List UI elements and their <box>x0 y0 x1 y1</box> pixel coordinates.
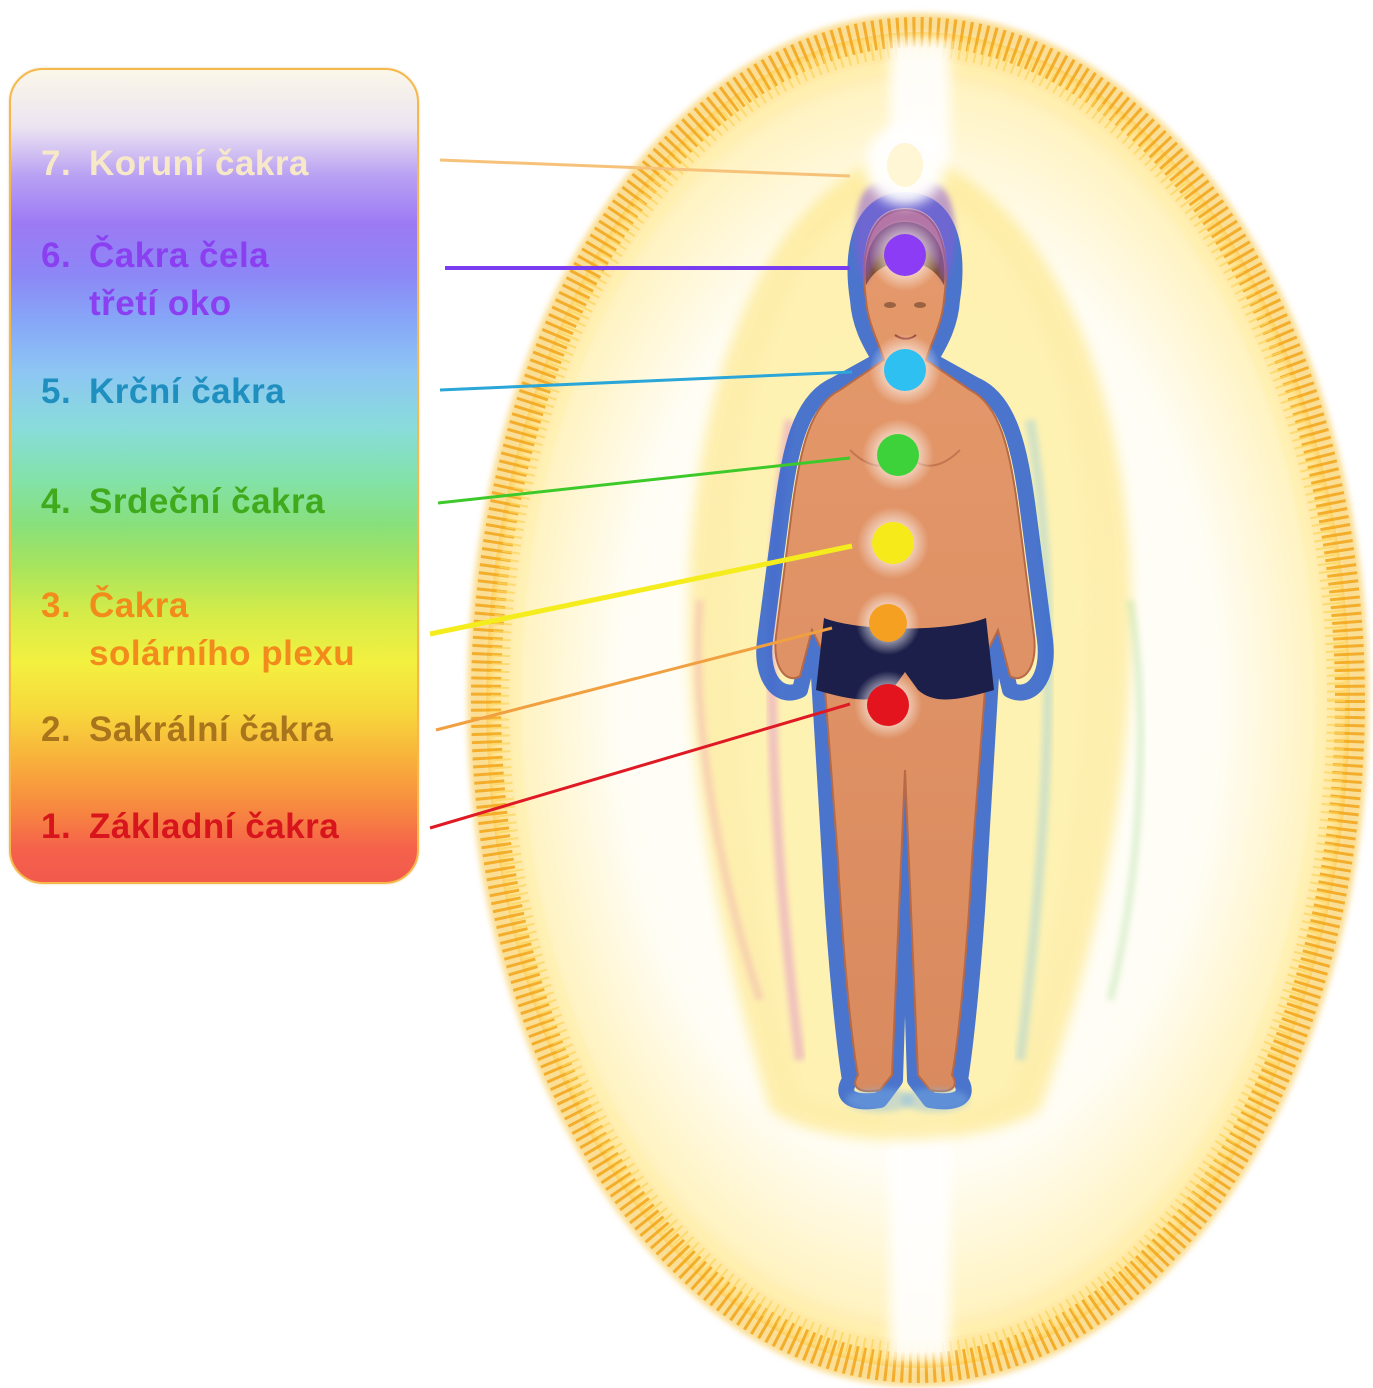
legend-label: Srdeční čakra <box>89 482 325 521</box>
legend-label: Krční čakra <box>89 372 285 411</box>
legend-label: Základní čakra <box>89 807 339 846</box>
legend-label: Koruní čakra <box>89 144 309 183</box>
legend-label: Čakra čela <box>89 236 269 275</box>
chakra-legend: 7.Koruní čakra 6.Čakra čela třetí oko 5.… <box>9 68 419 884</box>
legend-number: 7. <box>41 140 89 188</box>
legend-number: 4. <box>41 478 89 526</box>
chakra-dot-third-eye <box>869 219 941 291</box>
legend-label-continuation: třetí oko <box>41 280 269 328</box>
legend-item-sacral: 2.Sakrální čakra <box>41 706 333 754</box>
legend-label-continuation: solárního plexu <box>41 630 355 678</box>
legend-label: Sakrální čakra <box>89 710 333 749</box>
legend-item-solar-plexus: 3.Čakra solárního plexu <box>41 582 355 678</box>
legend-item-heart: 4.Srdeční čakra <box>41 478 325 526</box>
legend-number: 3. <box>41 582 89 630</box>
crown-chakra-light <box>865 125 945 205</box>
legend-item-third-eye: 6.Čakra čela třetí oko <box>41 232 269 328</box>
legend-number: 1. <box>41 803 89 851</box>
legend-number: 6. <box>41 232 89 280</box>
chakra-dot-heart <box>862 419 934 491</box>
legend-label: Čakra <box>89 586 189 625</box>
legend-number: 5. <box>41 368 89 416</box>
chakra-dot-throat <box>869 334 941 406</box>
legend-number: 2. <box>41 706 89 754</box>
chakra-dot-sacral <box>856 591 920 655</box>
legend-item-throat: 5.Krční čakra <box>41 368 285 416</box>
legend-item-crown: 7.Koruní čakra <box>41 140 309 188</box>
legend-item-root: 1.Základní čakra <box>41 803 339 851</box>
chakra-dot-solar-plexus <box>857 507 929 579</box>
chakra-dot-root <box>854 671 922 739</box>
